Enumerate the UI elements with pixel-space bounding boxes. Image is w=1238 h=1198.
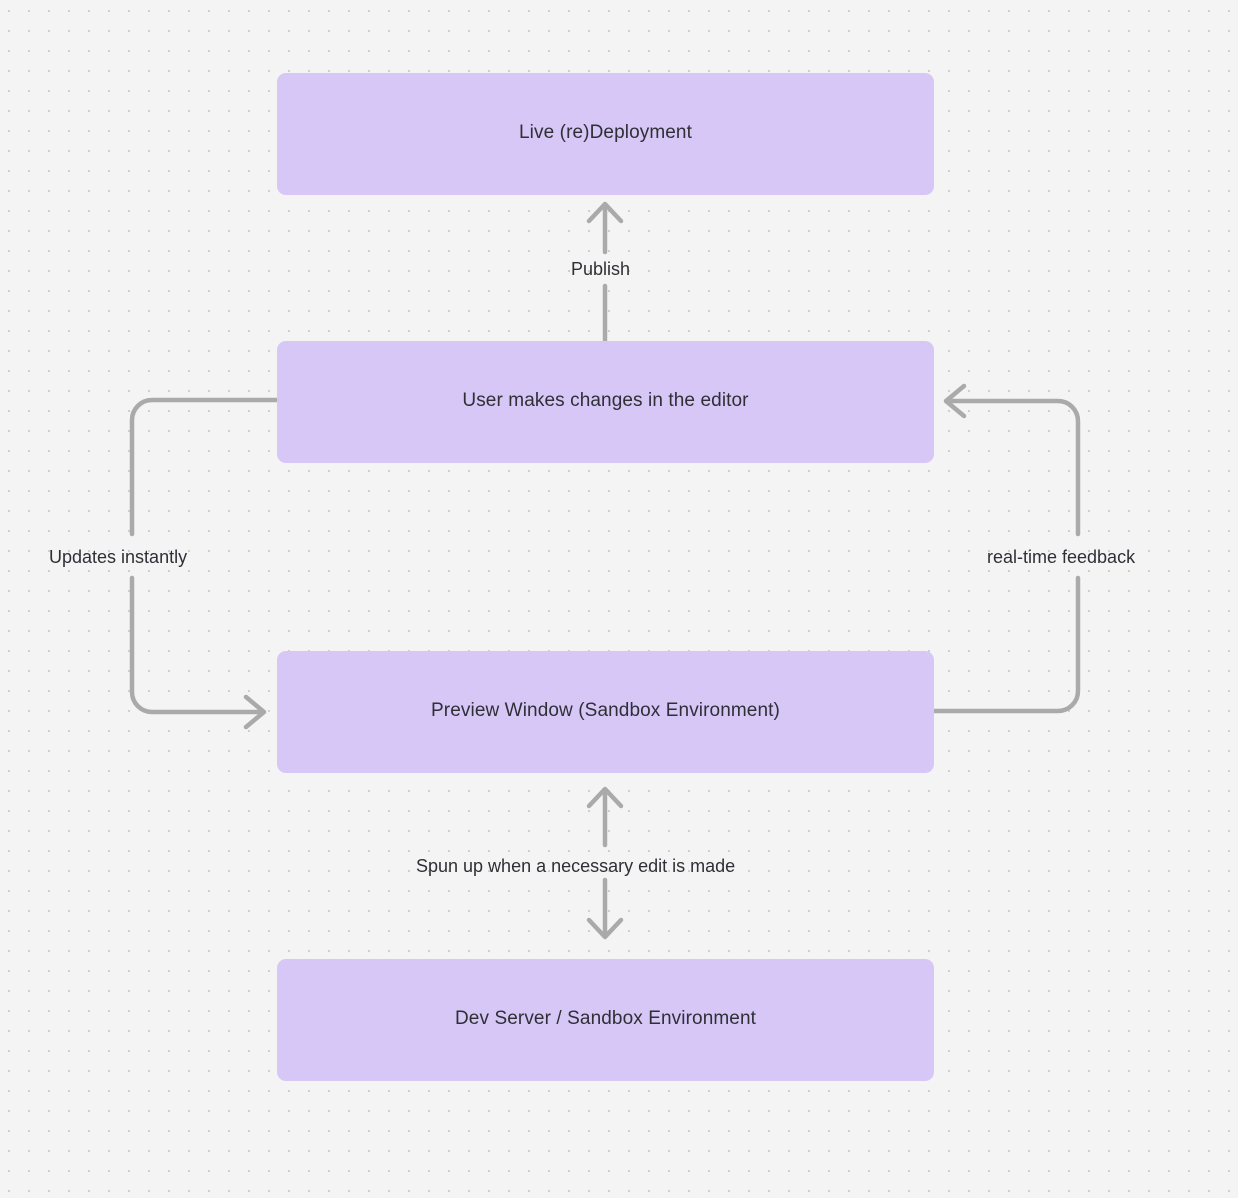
- node-dev-server-label: Dev Server / Sandbox Environment: [454, 1007, 756, 1029]
- node-live-redeployment-label: Live (re)Deployment: [519, 121, 692, 143]
- edge-publish-arrowhead-up: [586, 201, 624, 224]
- node-user-makes-changes-label: User makes changes in the editor: [462, 389, 749, 411]
- node-preview-window-label: Preview Window (Sandbox Environment): [431, 699, 780, 721]
- edge-updates-arrowhead-right: [243, 694, 267, 730]
- edge-updates-lower-segment: [129, 575, 261, 715]
- edge-realtime-arrowhead-left: [943, 383, 967, 419]
- edge-label-updates-instantly: Updates instantly: [49, 547, 188, 567]
- edge-spunup-arrowhead-down: [586, 917, 624, 940]
- edge-label-publish: Publish: [571, 259, 631, 279]
- edge-updates-upper-segment: [129, 397, 280, 537]
- edge-label-realtime-feedback: real-time feedback: [987, 547, 1136, 567]
- edge-realtime-lower-segment: [931, 575, 1081, 714]
- node-preview-window[interactable]: Preview Window (Sandbox Environment): [277, 651, 934, 773]
- node-live-redeployment[interactable]: Live (re)Deployment: [277, 73, 934, 195]
- node-dev-server[interactable]: Dev Server / Sandbox Environment: [277, 959, 934, 1081]
- edge-realtime-upper-segment: [949, 398, 1081, 537]
- edge-spunup-arrowhead-up: [586, 786, 624, 809]
- node-user-makes-changes[interactable]: User makes changes in the editor: [277, 341, 934, 463]
- edge-label-spun-up: Spun up when a necessary edit is made: [416, 856, 736, 876]
